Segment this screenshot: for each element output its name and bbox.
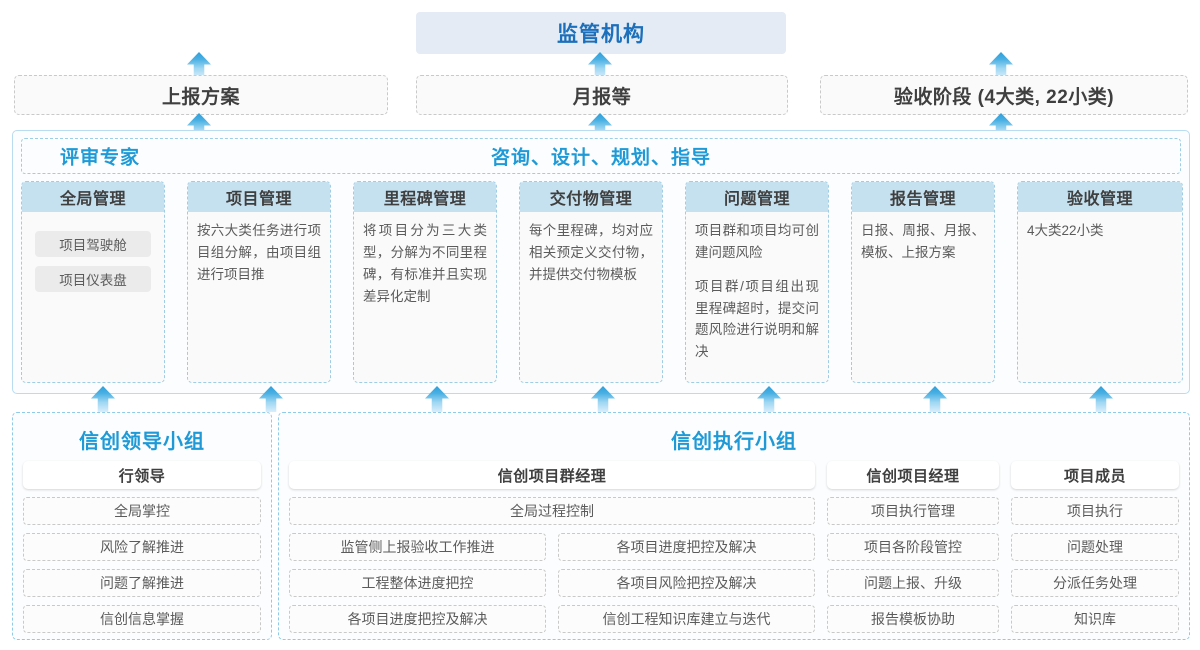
consulting-panel-header: 评审专家 咨询、设计、规划、指导 (21, 138, 1181, 174)
card-text: 将项目分为三大类型，分解为不同里程碑，有标准并且实现差异化定制 (363, 223, 487, 304)
role-header-project-member[interactable]: 项目成员 (1011, 461, 1179, 489)
task-item[interactable]: 项目各阶段管控 (827, 533, 999, 561)
arrow-up-to-card-4 (591, 386, 615, 412)
report-label: 月报等 (572, 86, 632, 108)
task-item[interactable]: 信创工程知识库建立与迭代 (558, 605, 815, 633)
card-title: 里程碑管理 (354, 182, 496, 212)
card-body: 日报、周报、月报、模板、上报方案 (852, 212, 994, 264)
capability-card-report[interactable]: 报告管理 日报、周报、月报、模板、上报方案 (851, 181, 995, 383)
project-member-column: 项目成员 项目执行 问题处理 分派任务处理 知识库 (1011, 461, 1179, 633)
arrow-up-to-card-5 (757, 386, 781, 412)
role-header-program-manager[interactable]: 信创项目群经理 (289, 461, 815, 489)
capability-card-global[interactable]: 全局管理 项目驾驶舱 项目仪表盘 (21, 181, 165, 383)
task-item[interactable]: 监管侧上报验收工作推进 (289, 533, 546, 561)
execution-group-title: 信创执行小组 (671, 431, 797, 453)
card-title: 问题管理 (686, 182, 828, 212)
task-item[interactable]: 全局掌控 (23, 497, 261, 525)
regulator-label: 监管机构 (557, 23, 645, 46)
card-title: 报告管理 (852, 182, 994, 212)
card-body: 按六大类任务进行项目组分解，由项目组进行项目推 (188, 212, 330, 286)
leadership-group: 信创领导小组 行领导 全局掌控 风险了解推进 问题了解推进 信创信息掌握 (12, 412, 272, 640)
role-header-project-manager[interactable]: 信创项目经理 (827, 461, 999, 489)
arrow-up-to-card-6 (923, 386, 947, 412)
arrow-up-to-regulator-1 (187, 52, 211, 78)
task-item[interactable]: 各项目风险把控及解决 (558, 569, 815, 597)
capability-card-milestone[interactable]: 里程碑管理 将项目分为三大类型，分解为不同里程碑，有标准并且实现差异化定制 (353, 181, 497, 383)
report-label: 上报方案 (161, 86, 240, 108)
task-item[interactable]: 工程整体进度把控 (289, 569, 546, 597)
consulting-scope-label: 咨询、设计、规划、指导 (490, 147, 712, 169)
arrow-up-to-card-3 (425, 386, 449, 412)
card-body: 4大类22小类 (1018, 212, 1182, 242)
task-item[interactable]: 各项目进度把控及解决 (289, 605, 546, 633)
report-label: 验收阶段 (4大类, 22小类) (893, 86, 1115, 108)
card-text: 每个里程碑，均对应相关预定义交付物，并提供交付物模板 (529, 223, 653, 282)
leadership-group-title: 信创领导小组 (79, 431, 205, 453)
regulator-box: 监管机构 (416, 12, 786, 54)
task-item[interactable]: 知识库 (1011, 605, 1179, 633)
task-item[interactable]: 报告模板协助 (827, 605, 999, 633)
card-pill[interactable]: 项目仪表盘 (35, 266, 151, 292)
task-item-wide[interactable]: 全局过程控制 (289, 497, 815, 525)
task-item[interactable]: 分派任务处理 (1011, 569, 1179, 597)
task-item[interactable]: 项目执行 (1011, 497, 1179, 525)
card-text: 项目群和项目均可创建问题风险 (695, 223, 819, 260)
task-row: 监管侧上报验收工作推进 各项目进度把控及解决 (289, 525, 815, 561)
card-text: 按六大类任务进行项目组分解，由项目组进行项目推 (197, 223, 321, 282)
card-body: 每个里程碑，均对应相关预定义交付物，并提供交付物模板 (520, 212, 662, 286)
card-title: 交付物管理 (520, 182, 662, 212)
task-item[interactable]: 项目执行管理 (827, 497, 999, 525)
consulting-panel: 评审专家 咨询、设计、规划、指导 全局管理 项目驾驶舱 项目仪表盘 项目管理 按… (12, 130, 1190, 394)
arrow-up-to-card-7 (1089, 386, 1113, 412)
arrow-up-to-card-1 (91, 386, 115, 412)
capability-card-issue[interactable]: 问题管理 项目群和项目均可创建问题风险 项目群/项目组出现里程碑超时，提交问题风… (685, 181, 829, 383)
card-pill[interactable]: 项目驾驶舱 (35, 231, 151, 257)
task-item[interactable]: 信创信息掌握 (23, 605, 261, 633)
task-row: 各项目进度把控及解决 信创工程知识库建立与迭代 (289, 597, 815, 633)
card-text: 日报、周报、月报、模板、上报方案 (861, 223, 985, 260)
capability-card-acceptance[interactable]: 验收管理 4大类22小类 (1017, 181, 1183, 383)
task-item[interactable]: 问题上报、升级 (827, 569, 999, 597)
arrow-up-to-regulator-3 (989, 52, 1013, 78)
task-item[interactable]: 问题了解推进 (23, 569, 261, 597)
program-manager-column: 信创项目群经理 全局过程控制 监管侧上报验收工作推进 各项目进度把控及解决 工程… (289, 461, 815, 633)
task-row: 工程整体进度把控 各项目风险把控及解决 (289, 561, 815, 597)
card-body: 将项目分为三大类型，分解为不同里程碑，有标准并且实现差异化定制 (354, 212, 496, 307)
card-body: 项目驾驶舱 项目仪表盘 (22, 212, 164, 292)
task-item[interactable]: 各项目进度把控及解决 (558, 533, 815, 561)
card-body: 项目群和项目均可创建问题风险 项目群/项目组出现里程碑超时，提交问题风险进行说明… (686, 212, 828, 363)
card-title: 项目管理 (188, 182, 330, 212)
role-header-bank-leader[interactable]: 行领导 (23, 461, 261, 489)
report-box-plan: 上报方案 (14, 75, 388, 115)
report-box-monthly: 月报等 (416, 75, 788, 115)
card-text: 4大类22小类 (1027, 223, 1104, 238)
card-title: 全局管理 (22, 182, 164, 212)
capability-card-deliverable[interactable]: 交付物管理 每个里程碑，均对应相关预定义交付物，并提供交付物模板 (519, 181, 663, 383)
execution-group: 信创执行小组 信创项目群经理 全局过程控制 监管侧上报验收工作推进 各项目进度把… (278, 412, 1190, 640)
arrow-up-to-card-2 (259, 386, 283, 412)
task-item[interactable]: 风险了解推进 (23, 533, 261, 561)
capability-card-project[interactable]: 项目管理 按六大类任务进行项目组分解，由项目组进行项目推 (187, 181, 331, 383)
review-expert-label: 评审专家 (60, 147, 141, 169)
task-item[interactable]: 问题处理 (1011, 533, 1179, 561)
leadership-column: 行领导 全局掌控 风险了解推进 问题了解推进 信创信息掌握 (23, 461, 261, 633)
card-text-secondary: 项目群/项目组出现里程碑超时，提交问题风险进行说明和解决 (695, 278, 819, 360)
report-box-acceptance: 验收阶段 (4大类, 22小类) (820, 75, 1188, 115)
arrow-up-to-regulator-2 (588, 52, 612, 78)
project-manager-column: 信创项目经理 项目执行管理 项目各阶段管控 问题上报、升级 报告模板协助 (827, 461, 999, 633)
card-title: 验收管理 (1018, 182, 1182, 212)
